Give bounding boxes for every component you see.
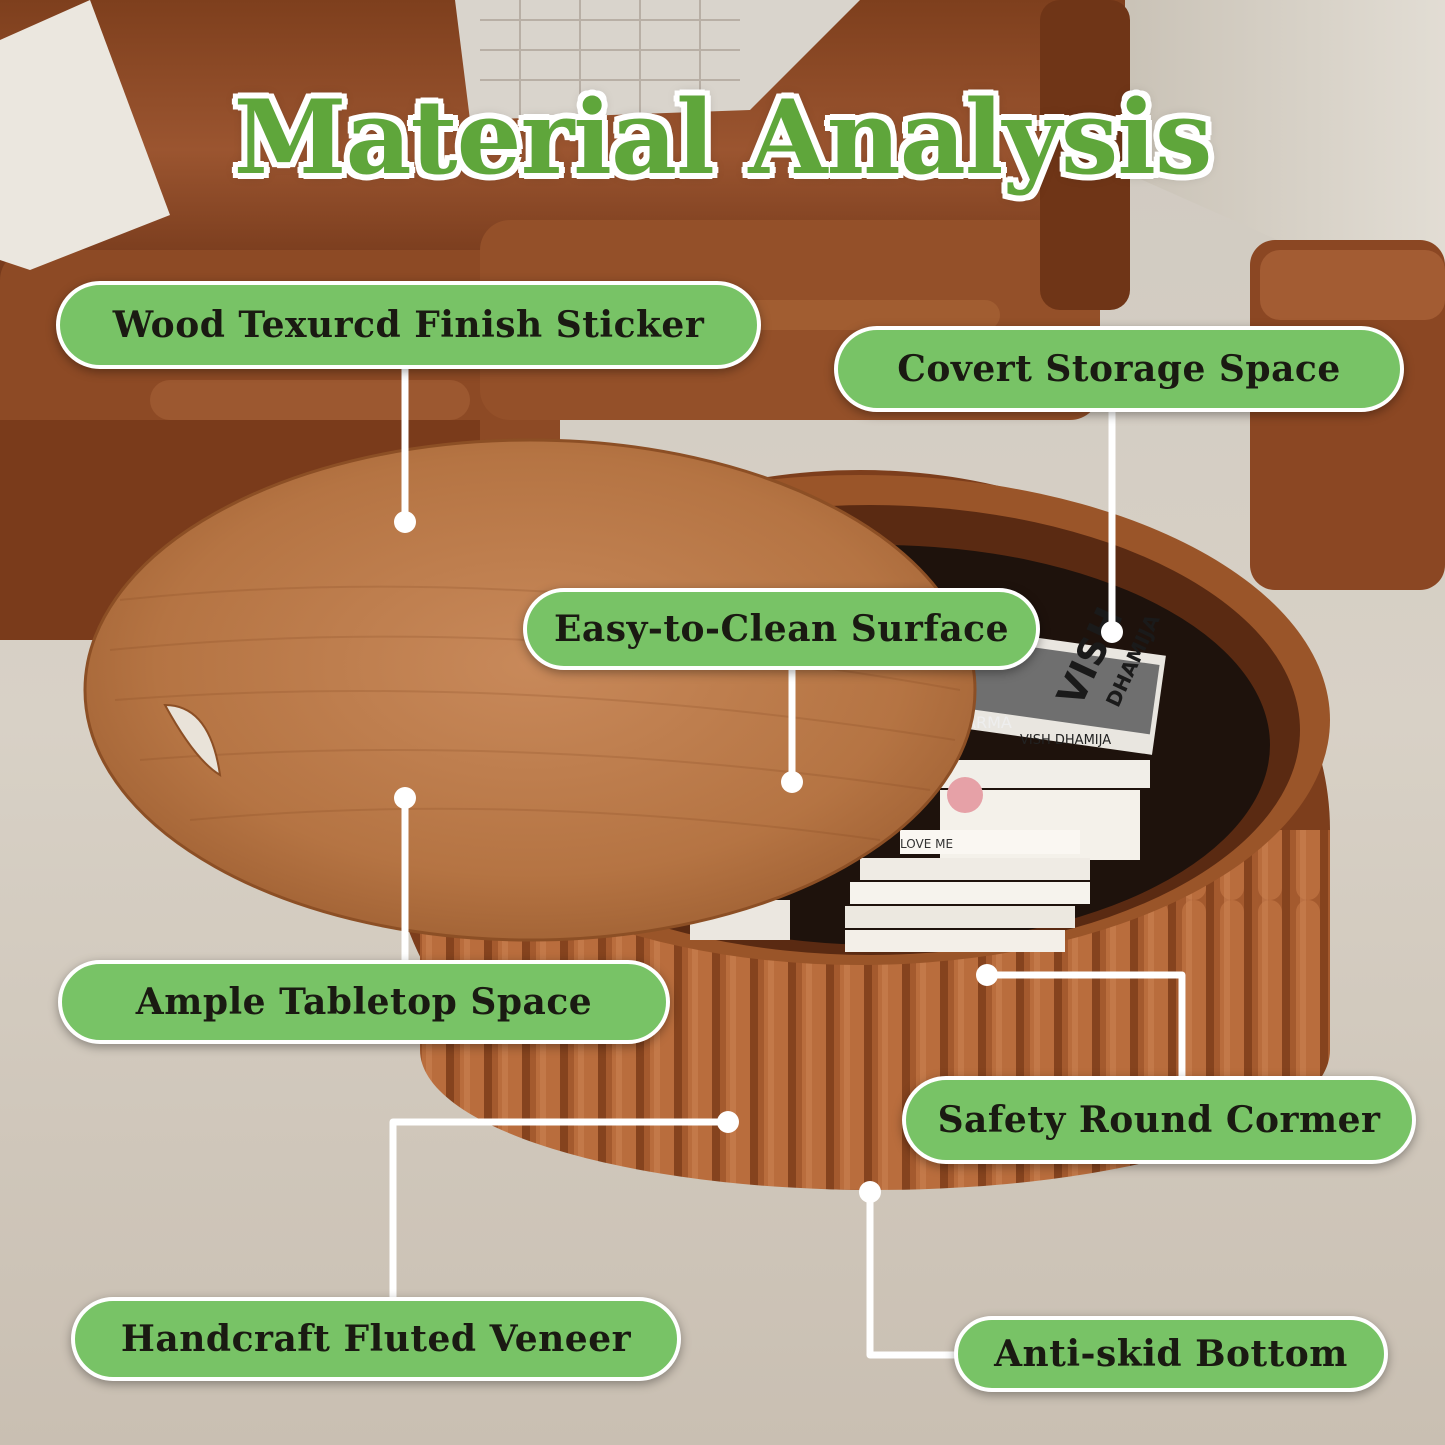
- label-ample-tabletop-space: Ample Tabletop Space: [58, 960, 670, 1044]
- book-cover-text: ARMA: [965, 713, 1012, 732]
- label-safety-round-corner: Safety Round Cormer: [902, 1076, 1416, 1164]
- label-wood-finish-sticker: Wood Texurcd Finish Sticker: [56, 281, 761, 369]
- label-covert-storage-space: Covert Storage Space: [834, 326, 1404, 412]
- book-cover-text-2: VISH DHAMIJA: [1020, 733, 1111, 748]
- book-cover-text-3: LOVE ME: [900, 837, 953, 851]
- label-handcraft-fluted-veneer: Handcraft Fluted Veneer: [71, 1297, 681, 1381]
- label-anti-skid-bottom: Anti-skid Bottom: [954, 1316, 1388, 1392]
- label-easy-to-clean-surface: Easy-to-Clean Surface: [523, 588, 1040, 670]
- page-title: Material Analysis: [233, 78, 1213, 198]
